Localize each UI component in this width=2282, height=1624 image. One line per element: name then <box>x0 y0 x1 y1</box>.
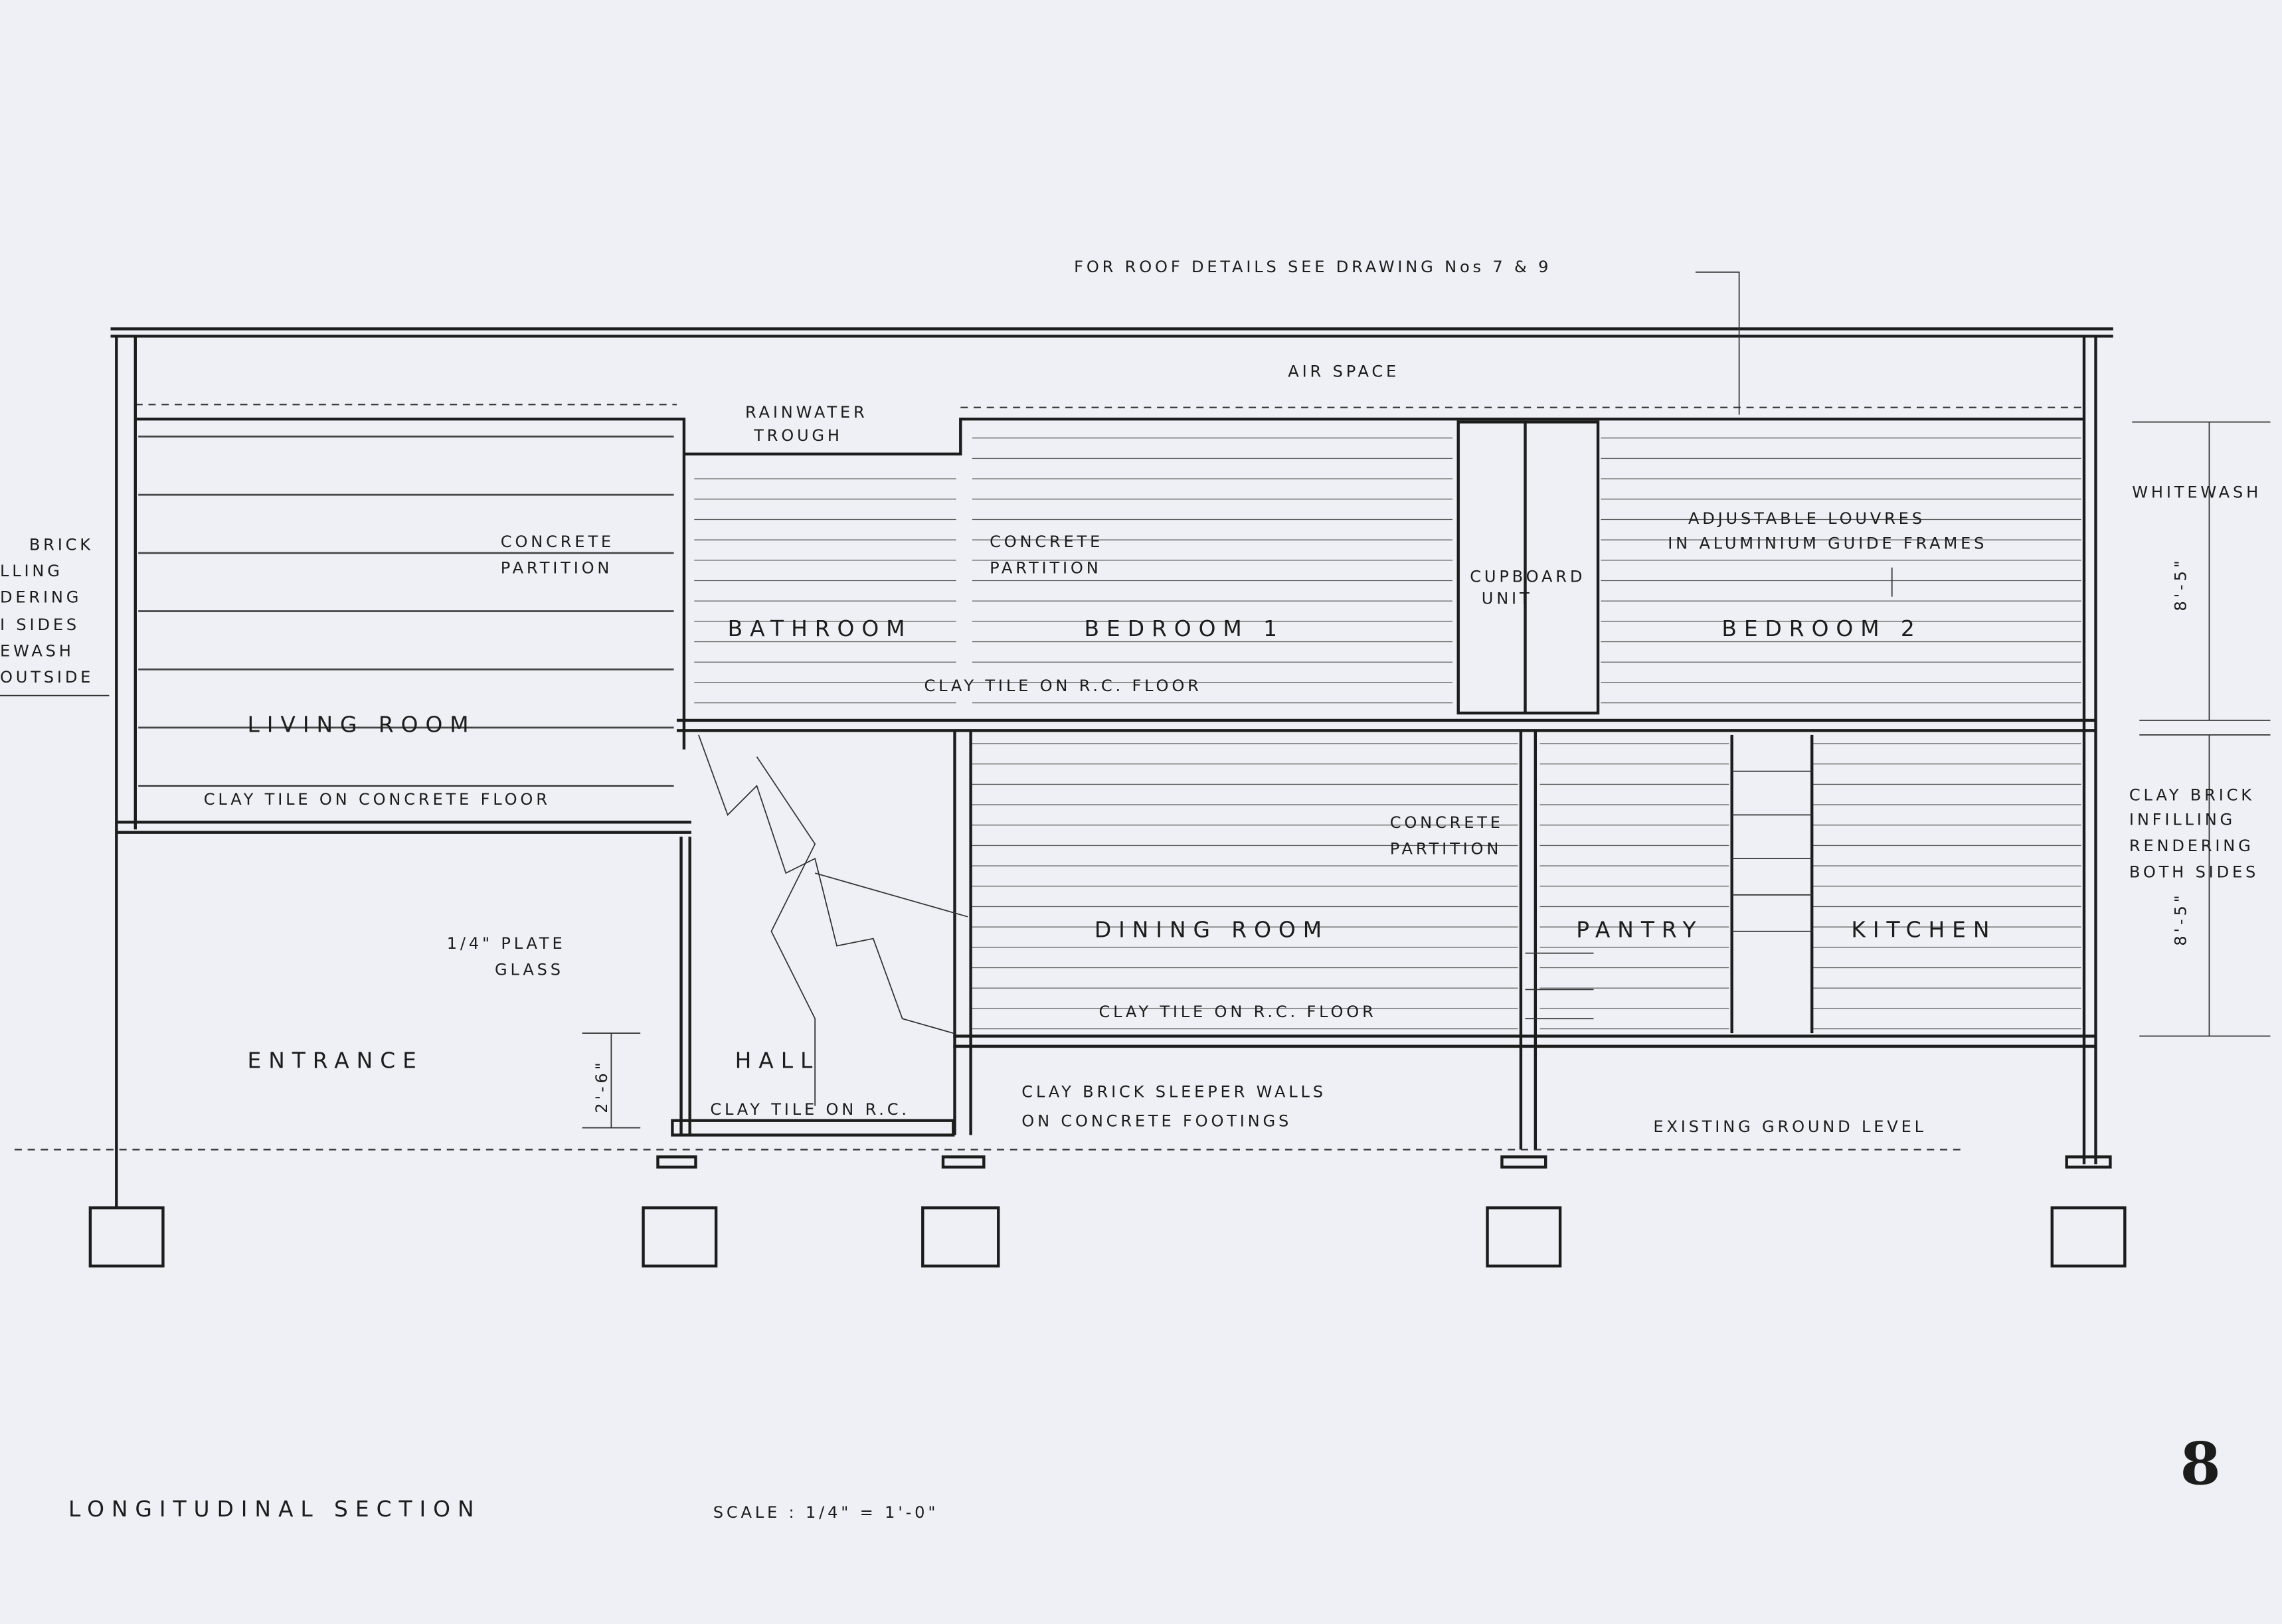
svg-text:ON CONCRETE FOOTINGS: ON CONCRETE FOOTINGS <box>1021 1111 1292 1130</box>
sheet-number: 8 <box>2180 1430 2221 1499</box>
dimension-upper: 8'-5" <box>2171 557 2190 611</box>
svg-text:PARTITION: PARTITION <box>501 559 612 578</box>
svg-text:TROUGH: TROUGH <box>753 426 843 445</box>
air-space-label: AIR SPACE <box>1288 363 1399 381</box>
roof-note: FOR ROOF DETAILS SEE DRAWING Nos 7 & 9 <box>1074 258 1551 276</box>
drawing-scale: SCALE : 1/4" = 1'-0" <box>713 1503 938 1522</box>
partition-label: CONCRETE <box>1390 813 1504 832</box>
partition-label: CONCRETE <box>990 532 1103 551</box>
rainwater-label: RAINWATER <box>745 403 868 422</box>
room-kitchen: KITCHEN <box>1851 916 1996 942</box>
svg-text:BOTH SIDES: BOTH SIDES <box>2129 863 2259 882</box>
dimension-lower: 8'-5" <box>2171 892 2190 945</box>
sleeper-label: CLAY BRICK SLEEPER WALLS <box>1021 1083 1326 1101</box>
right-note: CLAY BRICK <box>2129 785 2255 804</box>
room-pantry: PANTRY <box>1576 916 1703 942</box>
footings <box>88 1155 2127 1268</box>
louvre-hatching <box>138 422 2081 1034</box>
drawing-title: LONGITUDINAL SECTION <box>68 1496 482 1522</box>
floor-hall-label: CLAY TILE ON R.C. <box>710 1100 910 1119</box>
floor-ground-label: CLAY TILE ON R.C. FLOOR <box>1098 1003 1376 1021</box>
svg-text:INFILLING: INFILLING <box>2129 811 2236 829</box>
svg-text:GLASS: GLASS <box>495 960 564 979</box>
annotations: FOR ROOF DETAILS SEE DRAWING Nos 7 & 9 A… <box>0 258 2261 1522</box>
room-bedroom-2: BEDROOM 2 <box>1721 615 1921 641</box>
ground-level-label: EXISTING GROUND LEVEL <box>1653 1117 1927 1136</box>
room-entrance: ENTRANCE <box>248 1048 424 1074</box>
svg-text:PARTITION: PARTITION <box>990 559 1101 578</box>
room-dining: DINING ROOM <box>1095 916 1329 942</box>
svg-text:IN ALUMINIUM GUIDE FRAMES: IN ALUMINIUM GUIDE FRAMES <box>1668 534 1987 552</box>
svg-text:DERING: DERING <box>0 588 82 606</box>
building-structure <box>0 271 2271 1268</box>
louvres-label: ADJUSTABLE LOUVRES <box>1688 509 1925 528</box>
left-note: BRICK <box>29 535 94 554</box>
cupboard-label: CUPBOARD <box>1470 568 1585 586</box>
svg-text:OUTSIDE: OUTSIDE <box>0 668 94 687</box>
svg-text:EWASH: EWASH <box>0 641 74 660</box>
room-hall: HALL <box>735 1048 820 1074</box>
room-living: LIVING ROOM <box>248 711 476 737</box>
floor-upper-label: CLAY TILE ON R.C. FLOOR <box>924 677 1201 695</box>
room-bathroom: BATHROOM <box>728 615 913 641</box>
svg-text:LLING: LLING <box>0 562 63 580</box>
dimension-step: 2'-6" <box>592 1060 611 1113</box>
floor-living-label: CLAY TILE ON CONCRETE FLOOR <box>204 790 551 809</box>
whitewash-label: WHITEWASH <box>2132 483 2261 502</box>
svg-text:I SIDES: I SIDES <box>0 615 80 634</box>
partition-label: CONCRETE <box>501 532 614 551</box>
svg-text:RENDERING: RENDERING <box>2129 837 2254 855</box>
svg-text:PARTITION: PARTITION <box>1390 840 1502 858</box>
room-bedroom-1: BEDROOM 1 <box>1085 615 1284 641</box>
plate-glass-label: 1/4" PLATE <box>447 934 566 953</box>
svg-text:UNIT: UNIT <box>1482 590 1533 608</box>
